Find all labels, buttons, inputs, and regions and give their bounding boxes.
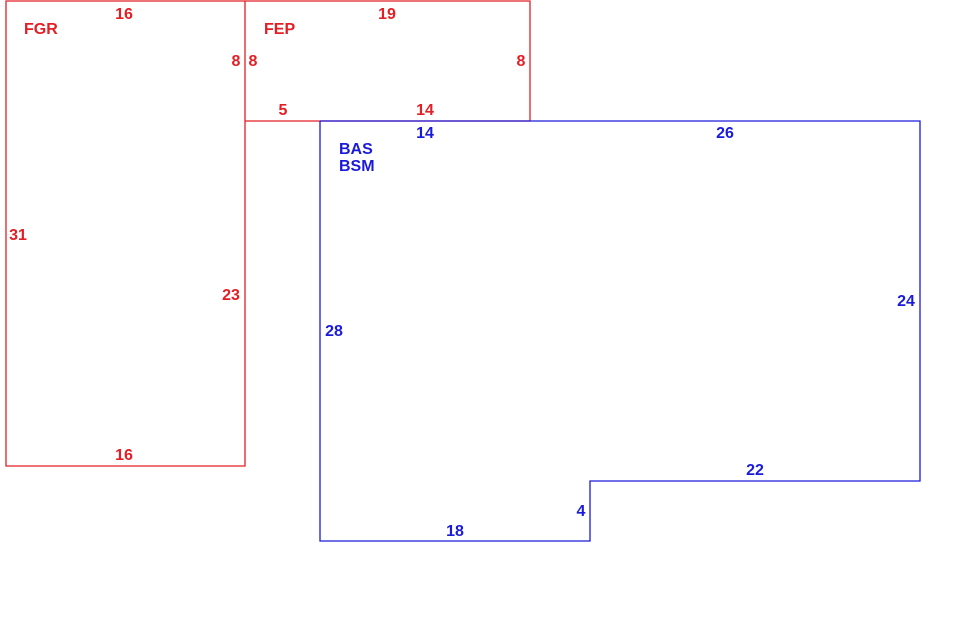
- fgr-dim-right-lower: 23: [222, 287, 240, 304]
- fep-dim-bottom: 14: [416, 102, 434, 119]
- fgr-area: FGR 16 8 31 23 16: [5, 0, 246, 467]
- fgr-outline: [5, 0, 246, 467]
- fep-dim-top: 19: [378, 6, 396, 23]
- bas-dim-top: 26: [716, 125, 734, 142]
- bas-outline: [319, 120, 921, 542]
- fep-dim-left: 8: [249, 53, 258, 70]
- fep-dim-right: 8: [517, 53, 526, 70]
- bas-dim-step-top: 22: [746, 462, 764, 479]
- bas-dim-right: 24: [897, 293, 915, 310]
- bsm-label: BSM: [339, 158, 375, 175]
- bas-dim-top-left: 14: [416, 125, 434, 142]
- bas-dim-left: 28: [325, 323, 343, 340]
- fep-dim-bottom-left: 5: [279, 102, 288, 119]
- fep-label: FEP: [264, 21, 295, 38]
- bas-area: BAS BSM 14 26 24 22 4 18 28: [319, 120, 921, 542]
- bas-dim-bottom: 18: [446, 523, 464, 540]
- fgr-dim-top: 16: [115, 6, 133, 23]
- bas-dim-step-side: 4: [577, 503, 586, 520]
- fgr-dim-right-upper: 8: [232, 53, 241, 70]
- bas-label: BAS: [339, 141, 373, 158]
- fgr-dim-left: 31: [9, 227, 27, 244]
- fep-area: FEP 19 8 8 5 14: [245, 0, 531, 122]
- fgr-label: FGR: [24, 21, 58, 38]
- fgr-dim-bottom: 16: [115, 447, 133, 464]
